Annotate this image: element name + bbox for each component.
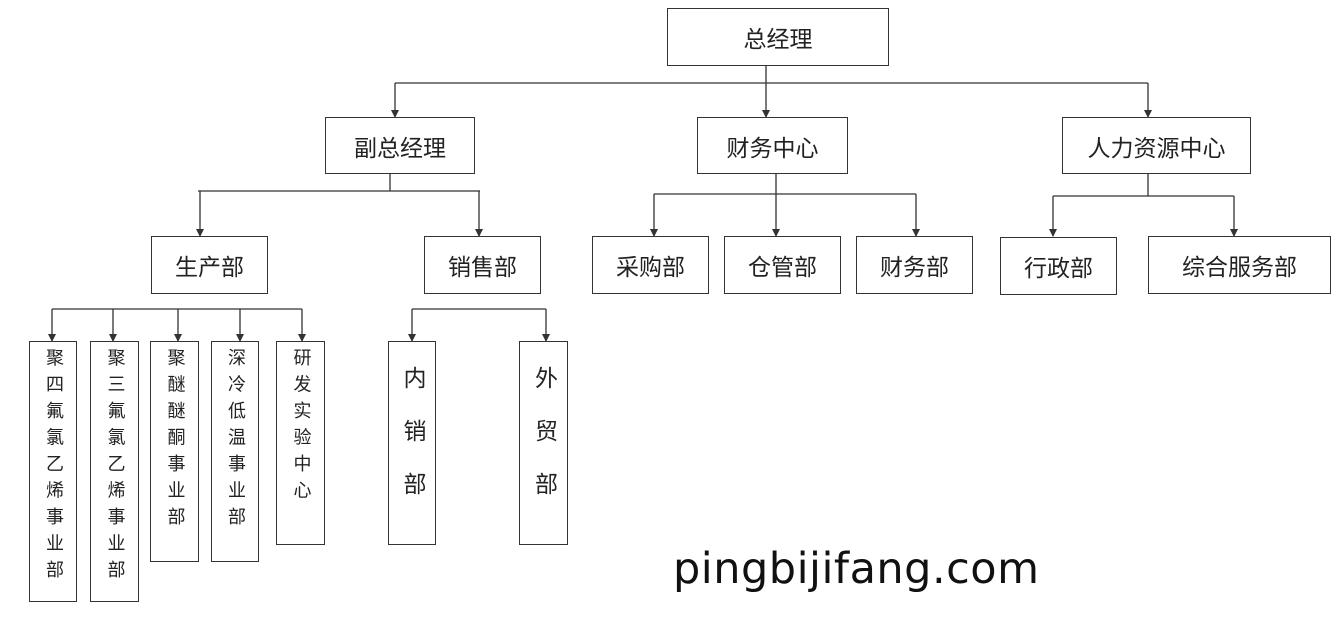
cryogenic-division-label: 深冷低温事业部 (225, 348, 246, 534)
peek-division-label: 聚醚醚酮事业部 (164, 348, 186, 534)
hr-center-box: 人力资源中心 (1062, 117, 1251, 174)
cryogenic-division-box: 深冷低温事业部 (211, 341, 259, 562)
foreign-trade-label: 外贸部 (530, 366, 557, 525)
finance-center-box: 财务中心 (697, 117, 848, 174)
finance-center-label: 财务中心 (726, 135, 819, 162)
purchasing-dept-box: 采购部 (592, 236, 709, 294)
domestic-sales-label: 内销部 (399, 366, 425, 525)
sales-dept-label: 销售部 (448, 255, 517, 281)
general-services-dept-box: 综合服务部 (1148, 236, 1331, 294)
admin-dept-box: 行政部 (1000, 237, 1117, 295)
sales-dept-box: 销售部 (424, 236, 541, 294)
hr-center-label: 人力资源中心 (1087, 135, 1226, 162)
pctfe-division-label: 聚三氟氯乙烯事业部 (104, 348, 126, 587)
admin-dept-label: 行政部 (1024, 256, 1093, 282)
domestic-sales-box: 内销部 (388, 341, 436, 545)
peek-division-box: 聚醚醚酮事业部 (150, 341, 199, 562)
deputy-gm-label: 副总经理 (354, 135, 446, 162)
warehouse-dept-box: 仓管部 (724, 236, 841, 294)
pctfe-division-box: 聚三氟氯乙烯事业部 (90, 341, 139, 602)
purchasing-dept-label: 采购部 (616, 255, 685, 281)
production-dept-box: 生产部 (151, 236, 268, 294)
ptfe-division-label: 聚四氟氯乙烯事业部 (43, 348, 64, 587)
ceo-box: 总经理 (667, 8, 889, 66)
finance-dept-label: 财务部 (880, 255, 949, 281)
warehouse-dept-label: 仓管部 (748, 255, 817, 281)
finance-dept-box: 财务部 (856, 236, 973, 294)
rd-center-box: 研发实验中心 (276, 341, 325, 545)
ceo-label: 总经理 (743, 27, 813, 53)
rd-center-label: 研发实验中心 (290, 348, 312, 507)
general-services-dept-label: 综合服务部 (1182, 255, 1297, 281)
foreign-trade-box: 外贸部 (519, 341, 568, 545)
production-dept-label: 生产部 (175, 255, 244, 281)
deputy-gm-box: 副总经理 (325, 117, 475, 174)
ptfe-division-box: 聚四氟氯乙烯事业部 (29, 341, 77, 602)
watermark-text: pingbijifang.com (673, 544, 1040, 594)
